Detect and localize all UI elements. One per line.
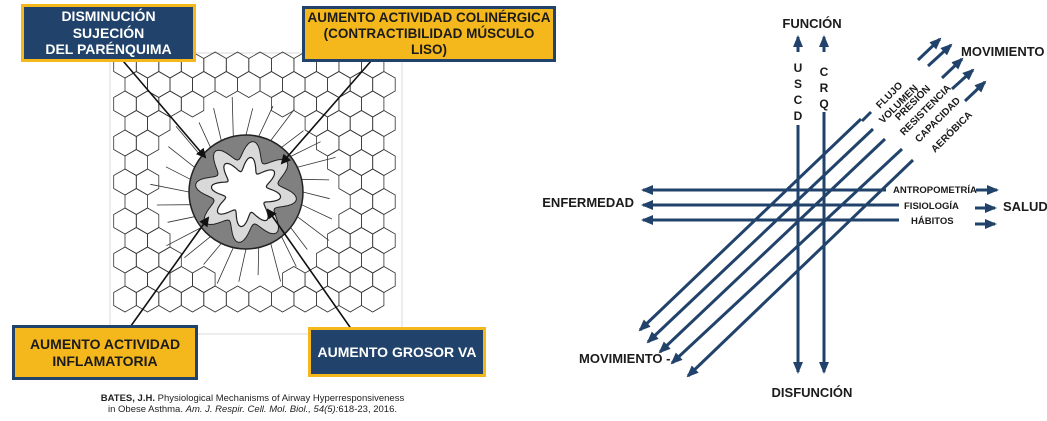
citation-pages: 618-23, 2016. <box>338 404 397 415</box>
alveolar-attachment <box>302 191 330 200</box>
citation-title-line2: in Obese Asthma. <box>107 404 183 415</box>
alveolar-attachment <box>167 216 195 223</box>
label-resistencia: RESISTENCIA <box>898 83 953 138</box>
alveolar-attachment <box>258 105 274 137</box>
diagonal-arrow-2 <box>646 127 875 344</box>
diagonal-head-4 <box>950 68 975 91</box>
arrow-inflammation <box>127 216 210 331</box>
alveolar-attachment <box>203 243 222 265</box>
health-horizontal-arrows <box>641 185 999 229</box>
label-aerobica: AERÓBICA <box>928 108 975 155</box>
label-presion: PRESIÓN <box>892 82 933 123</box>
diagonal-arrow-4 <box>670 147 904 365</box>
label-habitos: HÁBITOS <box>911 216 954 227</box>
parenchyma-box-line1: DISMINUCIÓN SUJECIÓN <box>61 7 156 41</box>
alveolar-attachment <box>216 247 234 284</box>
alveolar-attachment <box>238 248 247 282</box>
uscd-letter-c: C <box>794 93 803 107</box>
alveolar-attachment <box>231 96 234 137</box>
alveolar-attachment <box>301 204 333 220</box>
airway-lumen <box>210 156 282 228</box>
alveolar-attachment <box>184 236 211 259</box>
function-vertical-arrows <box>793 35 829 374</box>
movement-diagonal-arrows <box>638 37 987 378</box>
uscd-letter-d: D <box>794 109 803 123</box>
airway-illustration <box>109 51 403 335</box>
label-volumen: VOLUMEN <box>877 83 920 126</box>
alveolar-attachment <box>281 236 297 267</box>
alveolar-attachment <box>150 183 190 193</box>
dysfunction-label: DISFUNCIÓN <box>772 385 853 400</box>
citation-journal: Am. J. Respir. Cell. Mol. Biol., 54(5): <box>185 404 339 415</box>
alveolar-attachment <box>290 227 308 250</box>
diagonal-labels: FLUJO VOLUMEN PRESIÓN RESISTENCIA CAPACI… <box>874 80 974 155</box>
citation-author: BATES, J.H. <box>100 393 155 404</box>
alveolar-attachment <box>166 227 202 247</box>
uscd-letter-u: U <box>794 61 803 75</box>
inflammatory-activity-box: AUMENTO ACTIVIDAD INFLAMATORIA <box>12 325 198 380</box>
alveolar-attachment <box>281 130 304 148</box>
diagonal-head-2 <box>926 43 953 68</box>
label-capacidad: CAPACIDAD <box>913 95 963 145</box>
alveolus-cell <box>180 90 205 118</box>
alveolar-attachment <box>290 141 321 157</box>
alveolar-attachment <box>257 247 260 276</box>
crq-letter-q: Q <box>819 97 828 111</box>
cholinergic-box-line1: AUMENTO ACTIVIDAD COLINÉRGICA <box>307 9 551 25</box>
label-fisiologia: FISIOLOGÍA <box>904 201 959 212</box>
horizontal-labels: ANTROPOMETRÍA FISIOLOGÍA HÁBITOS <box>893 185 977 227</box>
alveolar-attachment <box>165 166 191 180</box>
arrow-cholinergic <box>280 59 373 165</box>
alveolus-cell <box>360 285 385 313</box>
arrow-wall-thickness <box>266 208 353 331</box>
citation: BATES, J.H. Physiological Mechanisms of … <box>0 393 505 415</box>
diagonal-tail-1 <box>860 110 873 123</box>
diagonal-head-1 <box>916 37 942 62</box>
alveolar-attachment <box>297 216 330 241</box>
parenchyma-tethering-box: DISMINUCIÓN SUJECIÓN DEL PARÉNQUIMA <box>21 4 196 62</box>
function-label: FUNCIÓN <box>782 16 841 31</box>
alveolar-attachment <box>270 243 281 282</box>
alveolar-attachment <box>297 157 336 168</box>
movement-plus-label: MOVIMIENTO + <box>961 44 1047 59</box>
alveolar-attachment <box>245 108 254 136</box>
cholinergic-box-line2: (CONTRACTIBILIDAD MÚSCULO LISO) <box>323 25 535 58</box>
crq-letter-c: C <box>820 65 829 79</box>
alveolar-attachments <box>150 96 336 284</box>
citation-title-line1: Physiological Mechanisms of Airway Hyper… <box>157 393 405 404</box>
airway-thickness-box: AUMENTO GROSOR VA <box>308 327 486 377</box>
label-flujo: FLUJO <box>874 80 905 111</box>
crq-letters: C R Q <box>819 65 828 111</box>
movement-minus-label: MOVIMIENTO - <box>579 351 670 366</box>
label-antropometria: ANTROPOMETRÍA <box>893 185 977 196</box>
uscd-letter-s: S <box>794 77 802 91</box>
alveolar-attachment <box>270 108 295 141</box>
diagonal-arrow-3 <box>658 137 887 354</box>
parenchyma-box-line2: DEL PARÉNQUIMA <box>45 41 172 58</box>
alveolar-attachment <box>198 122 211 148</box>
alveolar-attachment <box>301 178 330 181</box>
disease-label: ENFERMEDAD <box>542 195 634 210</box>
diagonal-head-5 <box>963 80 987 103</box>
inflammatory-box-line1: AUMENTO ACTIVIDAD <box>29 335 181 352</box>
health-label: SALUD <box>1003 199 1047 214</box>
airway-thickness-label: AUMENTO GROSOR VA <box>317 343 477 360</box>
inflammatory-box-line2: INFLAMATORIA <box>52 352 158 369</box>
diagonal-arrow-5 <box>686 158 915 378</box>
cholinergic-activity-box: AUMENTO ACTIVIDAD COLINÉRGICA (CONTRACTI… <box>302 6 556 62</box>
alveolar-attachment <box>213 108 222 141</box>
diagonal-arrow-1 <box>638 117 863 332</box>
uscd-letters: U S C D <box>794 61 803 123</box>
crq-letter-r: R <box>820 81 829 95</box>
arrow-parenchyma <box>117 54 207 159</box>
diagonal-head-3 <box>940 57 964 80</box>
alveolar-attachment <box>168 146 195 168</box>
